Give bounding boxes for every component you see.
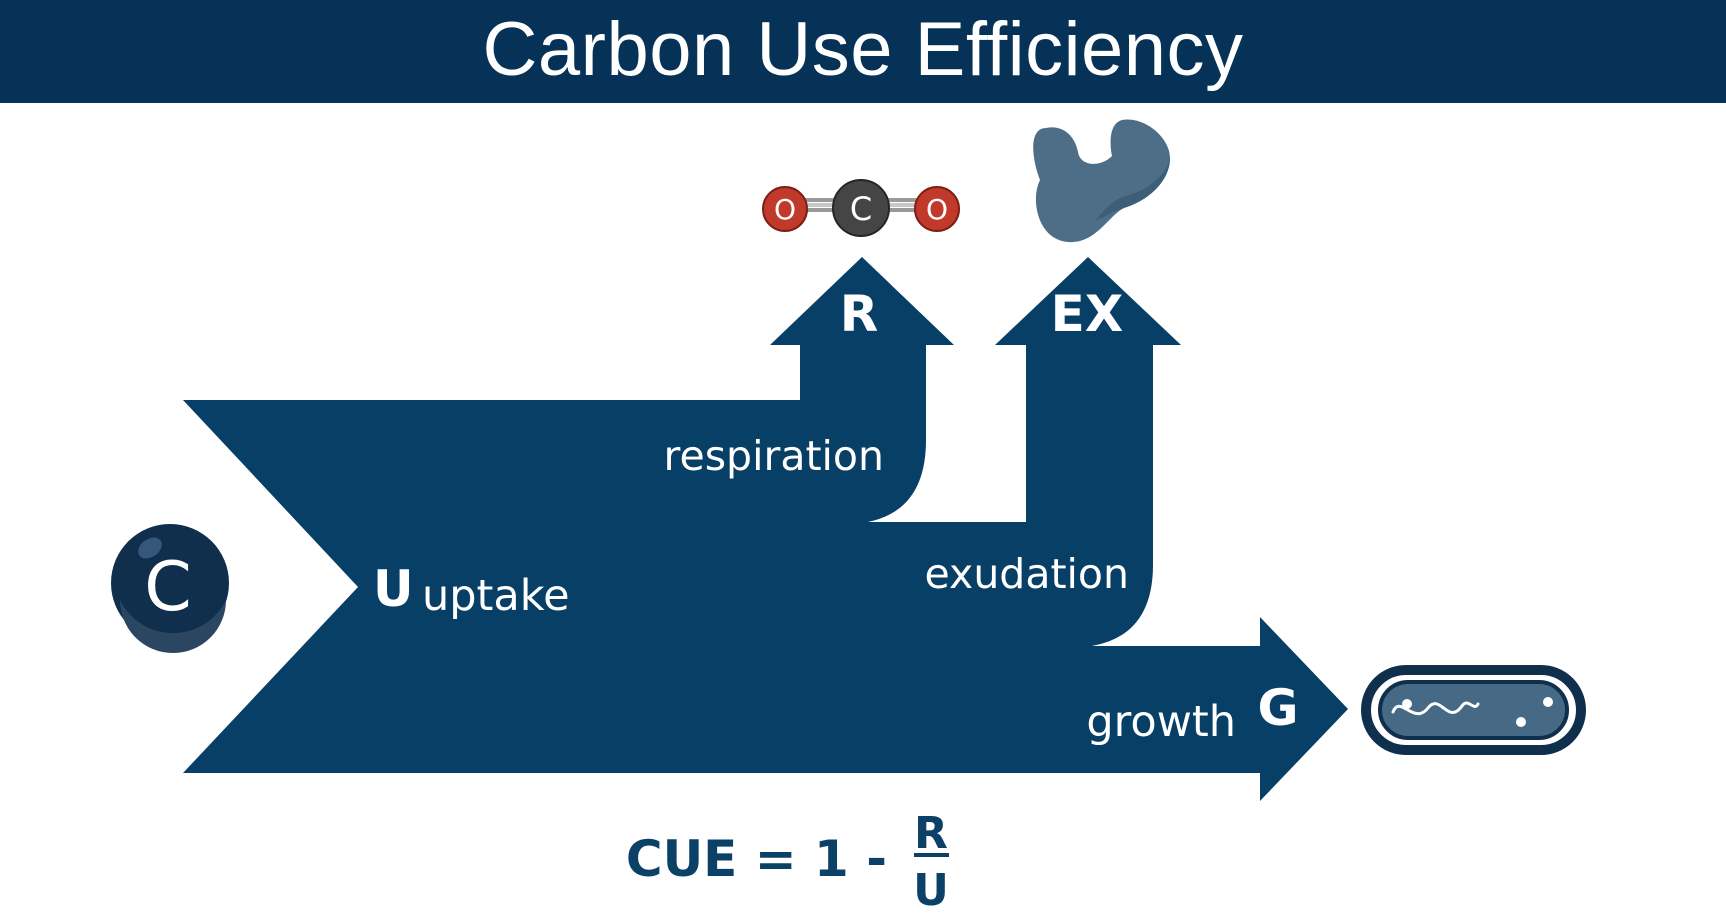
- carbon-atom-icon: C: [111, 524, 229, 653]
- respiration-symbol: R: [840, 285, 879, 343]
- title-bar: Carbon Use Efficiency: [0, 0, 1726, 103]
- cue-equation: CUE = 1 - R U: [626, 808, 949, 916]
- co2-left-oxygen: O: [774, 193, 796, 226]
- co2-right-oxygen: O: [926, 193, 948, 226]
- equation-lhs: CUE = 1 -: [626, 830, 887, 888]
- exudation-label: exudation: [925, 550, 1129, 598]
- equation-numerator: R: [914, 808, 948, 859]
- co2-carbon: C: [850, 190, 872, 228]
- carbon-flow-arrow: [183, 257, 1348, 801]
- uptake-label: uptake: [422, 571, 570, 621]
- exudation-symbol: EX: [1051, 285, 1124, 343]
- carbon-atom-label: C: [144, 548, 191, 627]
- growth-symbol: G: [1257, 679, 1298, 737]
- exudate-blob-icon: [1033, 119, 1170, 243]
- fraction-bar: [914, 853, 949, 857]
- co2-molecule-icon: O C O: [762, 179, 960, 237]
- microbe-cell-icon: [1361, 665, 1586, 755]
- uptake-symbol: U: [373, 560, 414, 618]
- growth-label: growth: [1086, 697, 1236, 747]
- respiration-label: respiration: [664, 432, 884, 480]
- equation-denominator: U: [913, 865, 949, 916]
- page-title: Carbon Use Efficiency: [482, 6, 1244, 92]
